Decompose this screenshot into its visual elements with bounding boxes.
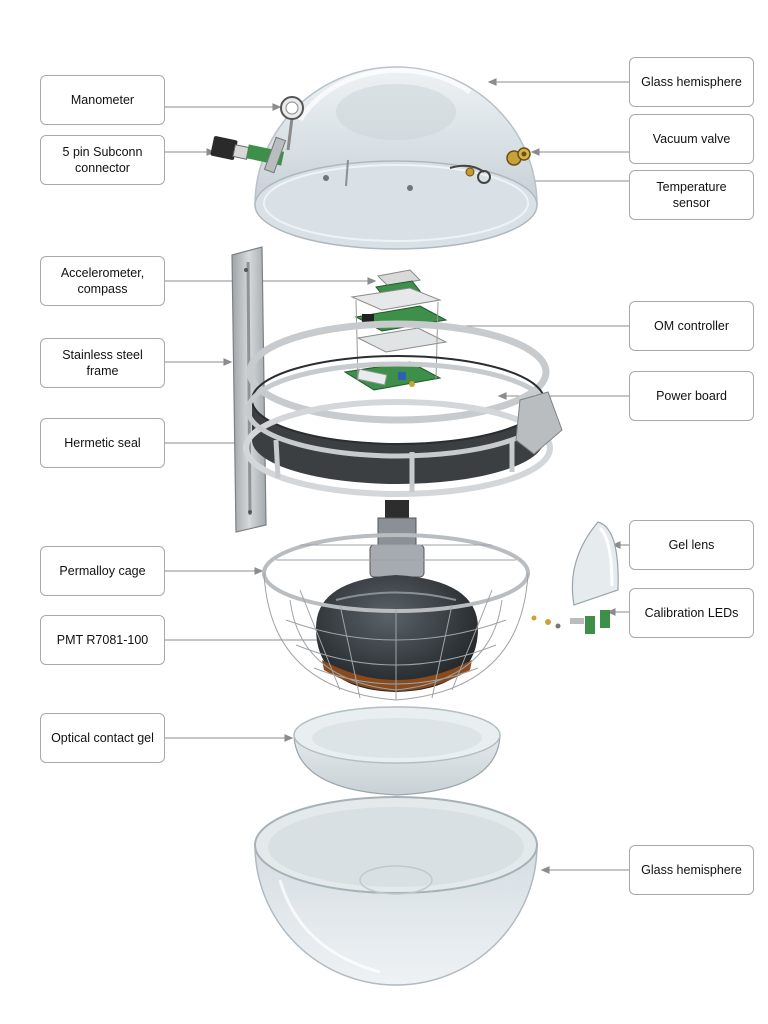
label-text: Accelerometer, compass bbox=[60, 266, 145, 296]
manometer-part bbox=[280, 96, 304, 151]
label-optical-contact-gel: Optical contact gel bbox=[40, 713, 165, 763]
optical-contact-gel-part bbox=[293, 706, 501, 796]
pmt-part bbox=[316, 500, 478, 692]
label-text: Calibration LEDs bbox=[644, 606, 739, 620]
label-om-controller: OM controller bbox=[629, 301, 754, 351]
label-text: Gel lens bbox=[668, 538, 715, 552]
label-text: Temperature sensor bbox=[656, 180, 727, 210]
glass-hemisphere-top bbox=[254, 66, 538, 250]
stainless-steel-frame-part bbox=[231, 246, 267, 533]
label-text: Optical contact gel bbox=[51, 731, 154, 745]
label-text: Hermetic seal bbox=[64, 436, 141, 450]
calibration-leds-part bbox=[531, 610, 610, 634]
label-text: Power board bbox=[656, 389, 727, 403]
label-calibration-leds: Calibration LEDs bbox=[629, 588, 754, 638]
label-text: 5 pin Subconn connector bbox=[62, 145, 143, 175]
glass-hemisphere-bottom bbox=[254, 796, 538, 986]
electronics-stack bbox=[343, 269, 448, 406]
label-text: Permalloy cage bbox=[59, 564, 146, 578]
label-gel-lens: Gel lens bbox=[629, 520, 754, 570]
subconn-connector-part bbox=[210, 136, 287, 174]
label-temperature-sensor: Temperature sensor bbox=[629, 170, 754, 220]
label-vacuum-valve: Vacuum valve bbox=[629, 114, 754, 164]
label-text: Glass hemisphere bbox=[641, 75, 742, 89]
label-text: Vacuum valve bbox=[652, 132, 731, 146]
label-text: PMT R7081-100 bbox=[56, 633, 149, 647]
label-accelerometer-compass: Accelerometer, compass bbox=[40, 256, 165, 306]
label-hermetic-seal: Hermetic seal bbox=[40, 418, 165, 468]
label-text: OM controller bbox=[653, 319, 730, 333]
label-subconn-connector: 5 pin Subconn connector bbox=[40, 135, 165, 185]
label-text: Glass hemisphere bbox=[641, 863, 742, 877]
label-pmt: PMT R7081-100 bbox=[40, 615, 165, 665]
label-text: Stainless steel frame bbox=[62, 348, 143, 378]
hermetic-seal-part bbox=[243, 320, 563, 497]
label-glass-hemisphere-bottom: Glass hemisphere bbox=[629, 845, 754, 895]
label-permalloy-cage: Permalloy cage bbox=[40, 546, 165, 596]
temperature-sensor-part bbox=[449, 164, 491, 184]
gel-lens-part bbox=[571, 521, 619, 606]
label-text: Manometer bbox=[70, 93, 135, 107]
label-power-board: Power board bbox=[629, 371, 754, 421]
label-glass-hemisphere-top: Glass hemisphere bbox=[629, 57, 754, 107]
vacuum-valve-part bbox=[506, 147, 531, 166]
label-manometer: Manometer bbox=[40, 75, 165, 125]
permalloy-cage-part bbox=[262, 533, 530, 701]
label-stainless-steel-frame: Stainless steel frame bbox=[40, 338, 165, 388]
